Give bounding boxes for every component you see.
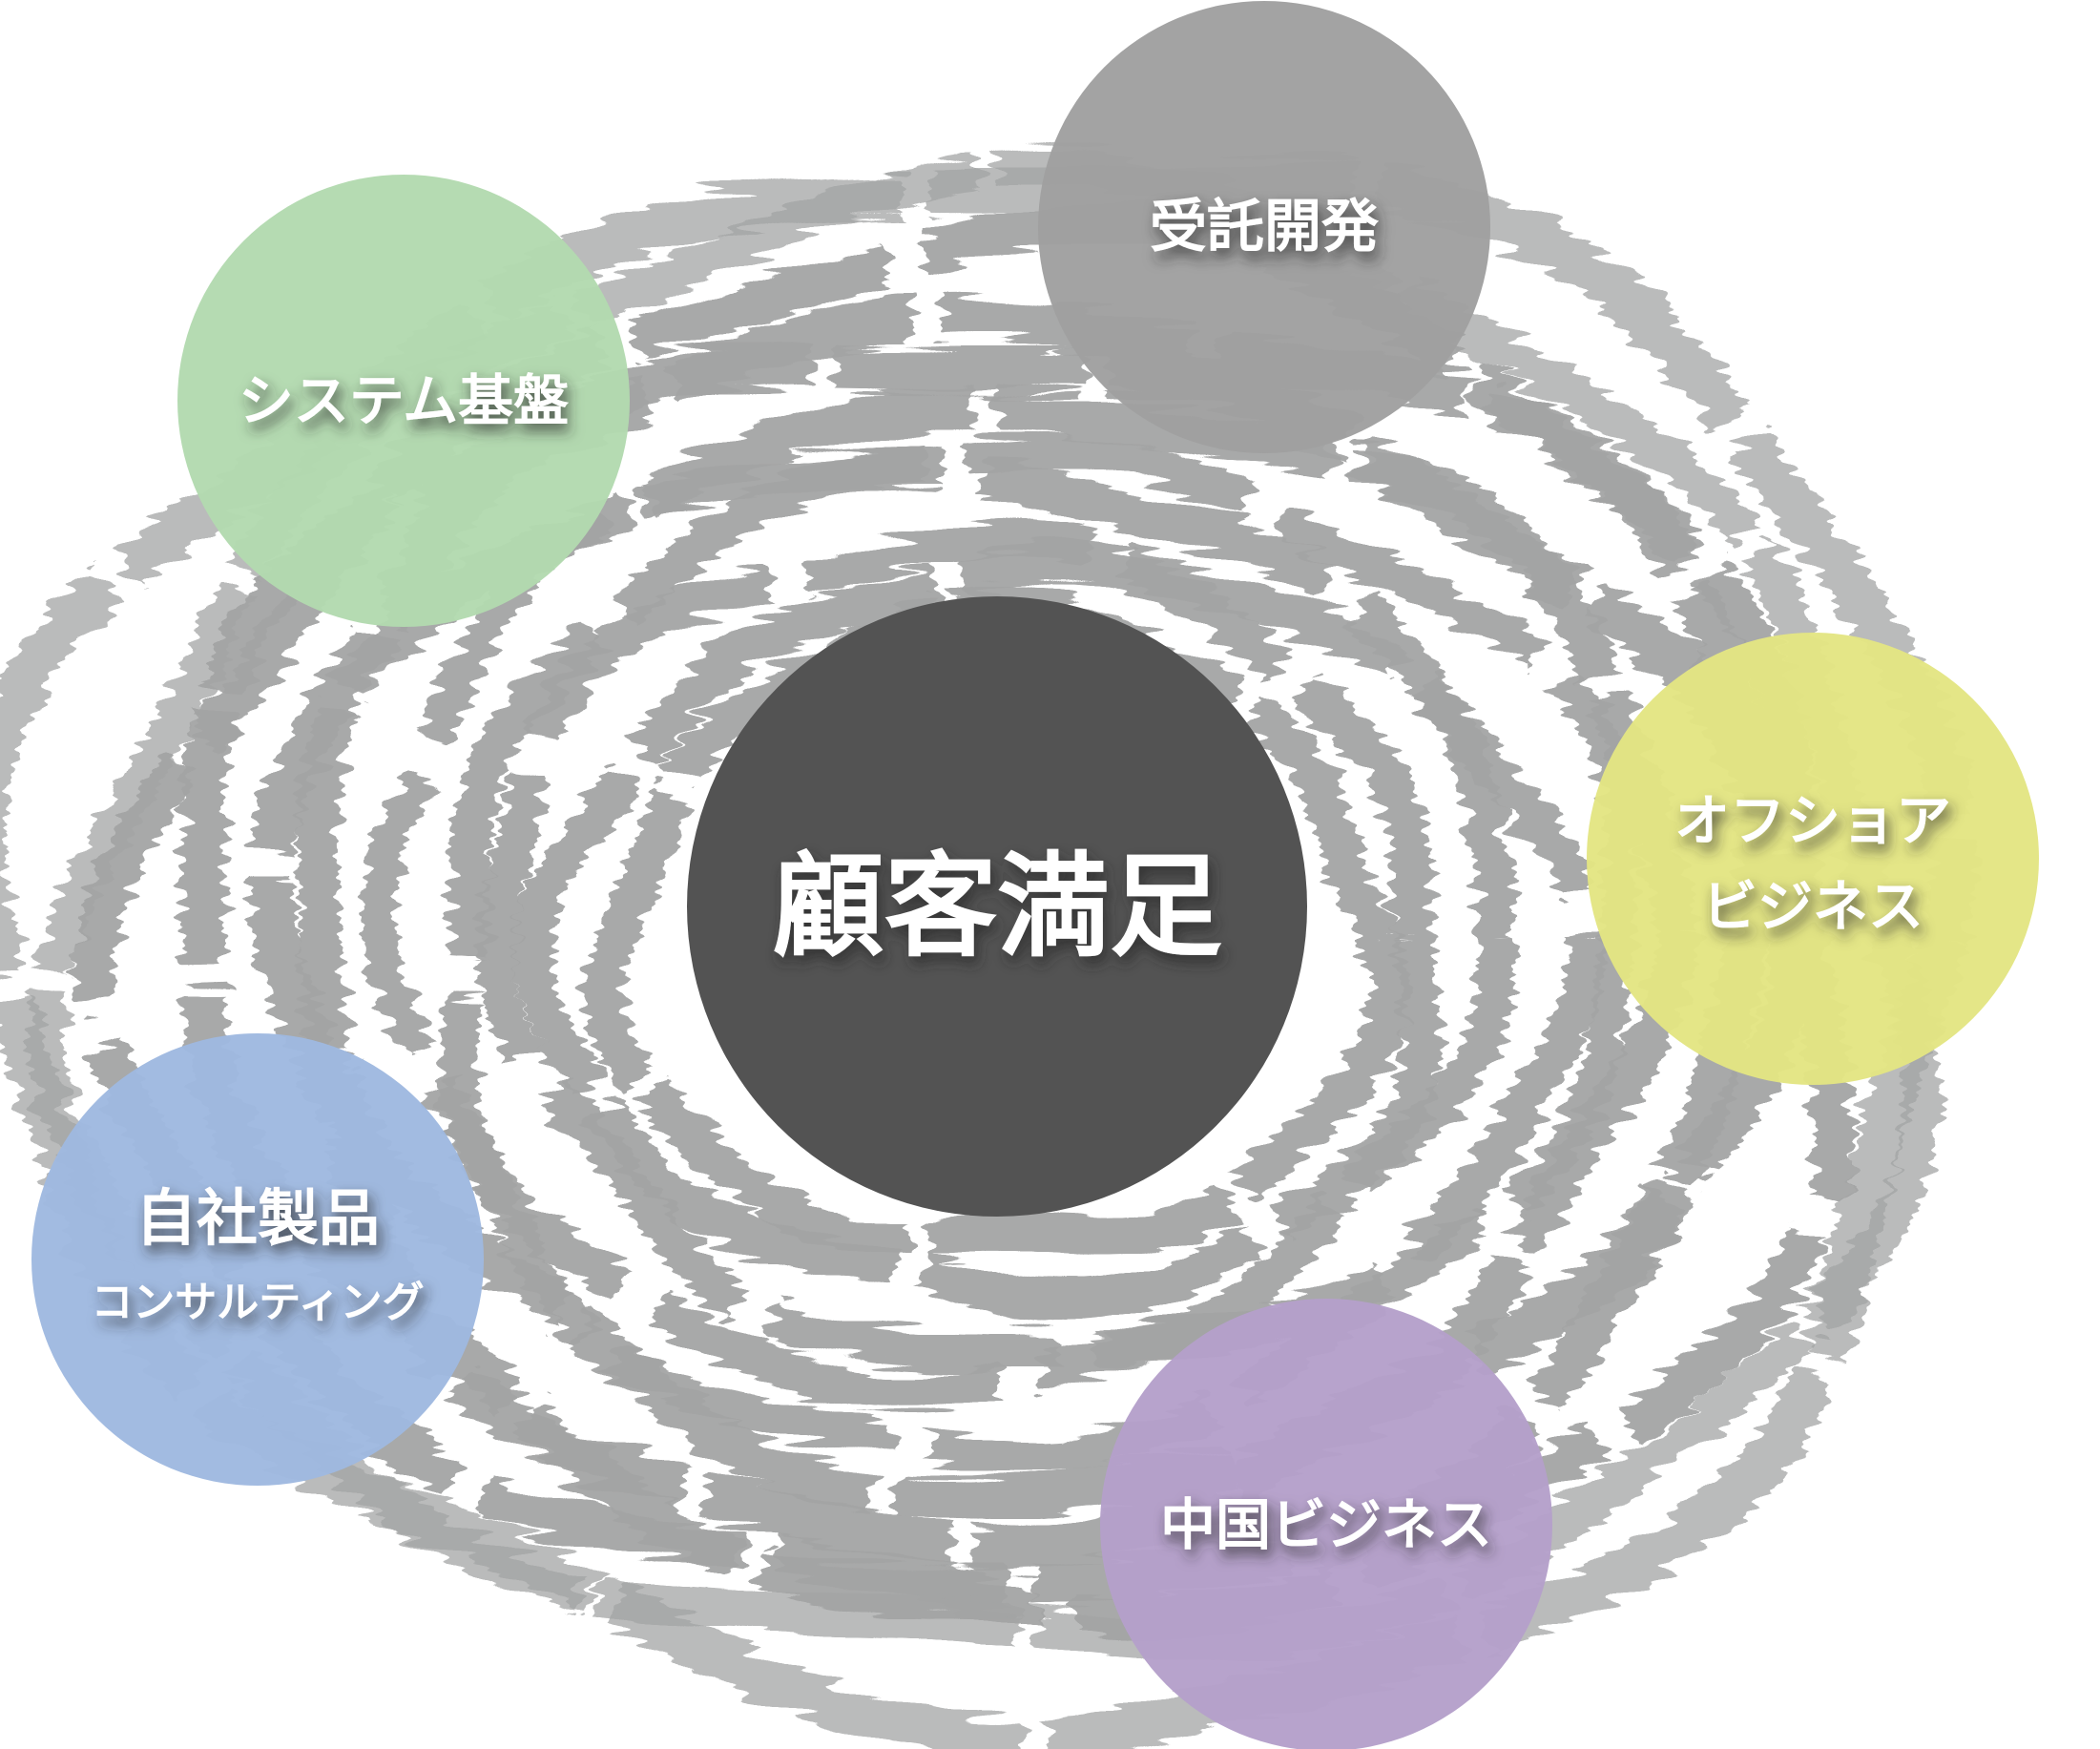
brush-ring bbox=[477, 521, 1516, 1372]
node-label-system-base: システム基盤 bbox=[239, 368, 569, 433]
center-circle bbox=[687, 596, 1307, 1217]
node-circle-contract-dev bbox=[1038, 1, 1490, 453]
node-offshore: オフショア ビジネス bbox=[1587, 633, 2039, 1085]
node-label-china: 中国ビジネス bbox=[1160, 1492, 1492, 1557]
node-china: 中国ビジネス bbox=[1100, 1299, 1552, 1749]
node-label-offshore-line1: オフショア bbox=[1674, 788, 1951, 853]
node-circle-china bbox=[1100, 1299, 1552, 1749]
node-label-own-products-line1: 自社製品 bbox=[135, 1184, 380, 1255]
center-label: 顧客満足 bbox=[772, 841, 1222, 972]
node-own-products: 自社製品 コンサルティング bbox=[31, 1033, 484, 1486]
brush-ring bbox=[512, 544, 1442, 1322]
node-label-own-products-line2: コンサルティング bbox=[91, 1279, 424, 1327]
node-circle-system-base bbox=[177, 175, 630, 627]
node-contract-dev: 受託開発 bbox=[1038, 1, 1490, 453]
node-system-base: システム基盤 bbox=[177, 175, 630, 627]
node-circle-own-products bbox=[31, 1033, 484, 1486]
node-label-contract-dev: 受託開発 bbox=[1150, 194, 1380, 260]
node-label-offshore-line2: ビジネス bbox=[1702, 874, 1923, 939]
node-circle-offshore bbox=[1587, 633, 2039, 1085]
